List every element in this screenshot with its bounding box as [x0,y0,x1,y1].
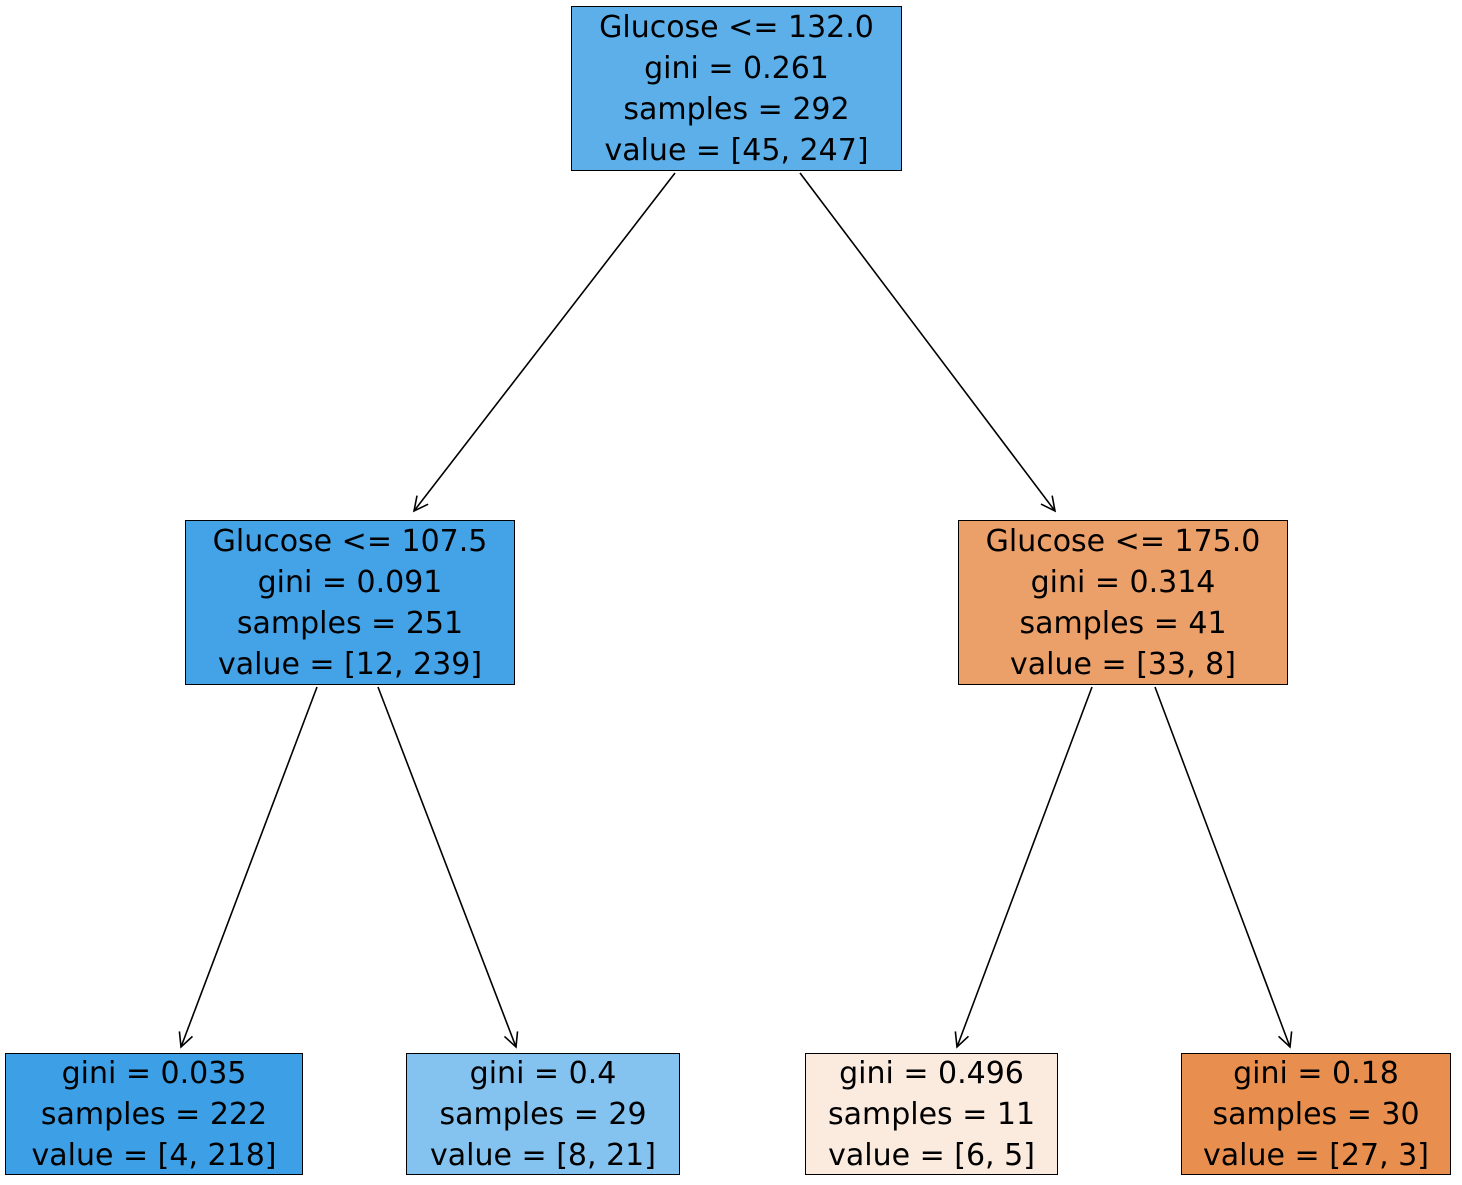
node-samples-text: samples = 29 [439,1096,647,1132]
node-gini-text: gini = 0.18 [1233,1055,1399,1091]
node-gini-text: gini = 0.496 [839,1055,1024,1091]
edge-left-child-to-leaf-left-right [377,686,519,1049]
node-samples-text: samples = 11 [827,1096,1036,1132]
tree-leaf-left-left: gini = 0.035 samples = 222 value = [4, 2… [5,1053,303,1175]
node-samples-text: samples = 251 [236,605,464,641]
node-samples-text: samples = 30 [1212,1096,1420,1132]
node-gini-text: gini = 0.091 [257,564,443,600]
edge-root-to-left-child [412,172,676,513]
node-condition-text: Glucose <= 132.0 [599,9,874,45]
tree-leaf-left-right: gini = 0.4 samples = 29 value = [8, 21] [406,1053,680,1175]
tree-leaf-right-left: gini = 0.496 samples = 11 value = [6, 5] [805,1053,1058,1175]
tree-node-right-child: Glucose <= 175.0 gini = 0.314 samples = … [958,520,1288,685]
node-samples-text: samples = 41 [1019,605,1227,641]
node-samples-text: samples = 292 [623,91,850,127]
tree-leaf-right-right: gini = 0.18 samples = 30 value = [27, 3] [1181,1053,1451,1175]
tree-node-root: Glucose <= 132.0 gini = 0.261 samples = … [571,6,902,171]
edge-right-child-to-leaf-right-right [1154,686,1293,1049]
node-condition-text: Glucose <= 175.0 [985,523,1261,559]
node-gini-text: gini = 0.035 [61,1055,247,1091]
node-gini-text: gini = 0.4 [469,1055,617,1091]
node-gini-text: gini = 0.261 [644,50,829,86]
node-value-text: value = [12, 239] [217,646,483,682]
node-value-text: value = [33, 8] [1010,646,1236,682]
edge-right-child-to-leaf-right-left [954,686,1093,1049]
node-value-text: value = [27, 3] [1203,1137,1429,1173]
node-value-text: value = [4, 218] [31,1137,277,1173]
edge-left-child-to-leaf-left-left [178,686,318,1049]
edge-root-to-right-child [799,172,1057,513]
tree-node-left-child: Glucose <= 107.5 gini = 0.091 samples = … [185,520,515,685]
node-value-text: value = [6, 5] [828,1137,1035,1173]
node-gini-text: gini = 0.314 [1030,564,1216,600]
node-value-text: value = [45, 247] [604,132,869,168]
node-condition-text: Glucose <= 107.5 [212,523,488,559]
node-value-text: value = [8, 21] [430,1137,656,1173]
node-samples-text: samples = 222 [40,1096,268,1132]
